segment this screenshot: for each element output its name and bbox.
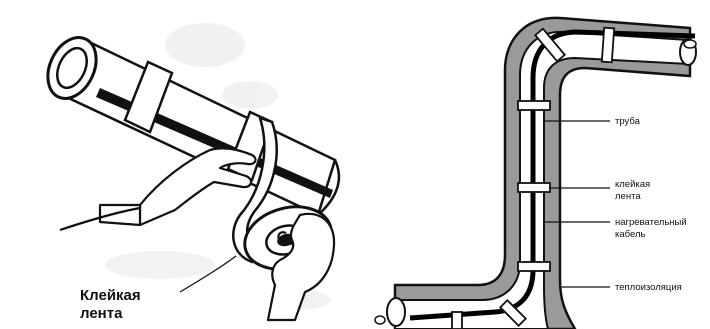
right-illustration: труба клейкая лента нагревательный кабел… — [375, 18, 696, 329]
label-pipe: труба — [615, 116, 641, 127]
label-insulation: теплоизоляция — [615, 282, 682, 293]
left-caption-line2: лента — [80, 305, 123, 322]
label-tape-line1: клейкая — [615, 179, 650, 190]
label-cable-line1: нагревательный — [615, 217, 687, 228]
pipe-end-right — [680, 39, 696, 65]
left-caption-line1: Клейкая — [80, 287, 141, 304]
pipe-end-left — [375, 298, 405, 326]
label-cable-line2: кабель — [615, 229, 645, 240]
left-illustration: Клейкая лента — [39, 23, 339, 322]
left-hand — [60, 148, 255, 230]
label-tape-line2: лента — [615, 191, 641, 202]
